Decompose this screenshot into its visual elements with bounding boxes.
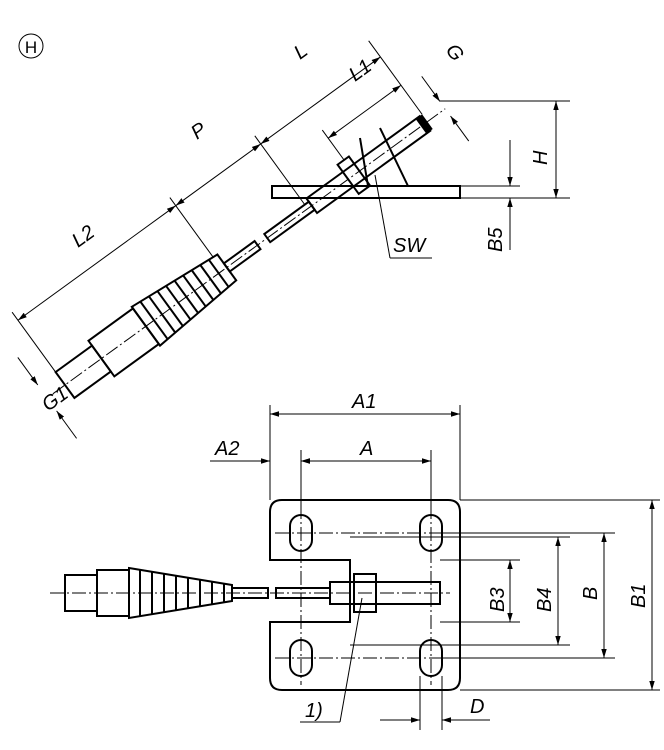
footnote-1: 1) [305, 700, 323, 722]
dim-A: A [359, 438, 373, 460]
plunger-side-view [11, 40, 470, 439]
dim-B5: B5 [485, 227, 507, 252]
dim-A2: A2 [214, 438, 239, 460]
mounting-bracket-side [271, 127, 461, 199]
view-label: H [25, 38, 37, 57]
dim-P: P [187, 118, 211, 144]
plunger-top-view [50, 566, 450, 620]
dim-B4: B4 [534, 588, 556, 612]
view-label-circle: H [18, 33, 44, 59]
dim-B3: B3 [487, 588, 509, 612]
dim-B: B [580, 587, 602, 600]
dim-A1: A1 [351, 391, 376, 413]
plan-dimensions [210, 405, 660, 730]
dim-H: H [530, 150, 552, 165]
dim-L: L [290, 40, 312, 64]
dim-G: G [441, 40, 468, 66]
dim-L1: L1 [345, 55, 376, 86]
dim-SW: SW [393, 235, 427, 257]
dim-B1: B1 [628, 584, 650, 608]
dim-D: D [470, 696, 484, 718]
plate-top-view [269, 499, 461, 691]
sw-leader [374, 174, 391, 259]
dim-L2: L2 [68, 221, 99, 252]
height-dimensions [440, 100, 570, 250]
